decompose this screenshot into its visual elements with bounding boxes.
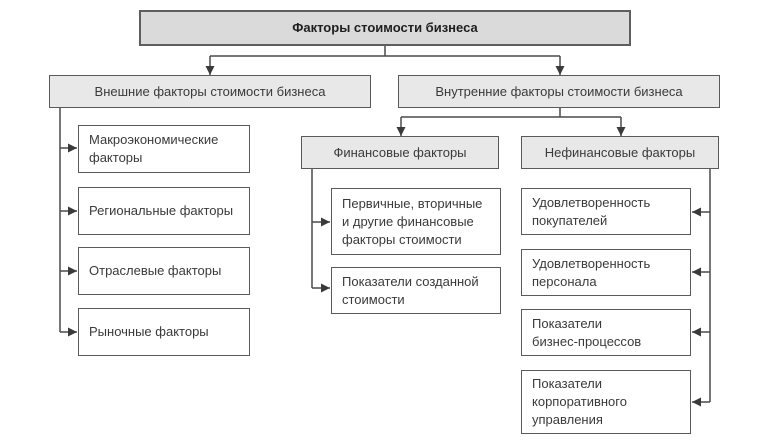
node-label: Региональные факторы	[89, 203, 234, 218]
node-external-factors: Внешние факторы стоимости бизнеса	[49, 75, 371, 108]
node-internal-factors-label: Внутренние факторы стоимости бизнеса	[435, 83, 683, 99]
node-label: Показатели корпоративного управления	[532, 376, 627, 427]
node-corporate-governance-indicators: Показатели корпоративного управления	[521, 370, 691, 434]
node-label: Рыночные факторы	[89, 324, 209, 339]
node-industry-factors: Отраслевые факторы	[78, 247, 250, 295]
node-label: Первичные, вторичные и другие финансовые…	[342, 195, 483, 247]
node-primary-secondary-financial-factors: Первичные, вторичные и другие финансовые…	[331, 188, 501, 255]
node-value-created-indicators: Показатели созданной стоимости	[331, 267, 501, 314]
node-external-factors-label: Внешние факторы стоимости бизнеса	[94, 83, 326, 99]
node-staff-satisfaction: Удовлетворенность персонала	[521, 249, 691, 296]
root-node-business-value-factors: Факторы стоимости бизнеса	[139, 10, 631, 46]
node-market-factors: Рыночные факторы	[78, 308, 250, 356]
node-customer-satisfaction: Удовлетворенность покупателей	[521, 188, 691, 235]
node-financial-factors-label: Финансовые факторы	[333, 144, 467, 160]
connector-root	[210, 45, 560, 57]
node-nonfinancial-factors: Нефинансовые факторы	[521, 136, 719, 169]
node-label: Макроэкономические факторы	[89, 132, 219, 165]
connector-internal	[401, 108, 621, 118]
node-label: Удовлетворенность покупателей	[532, 194, 651, 228]
node-business-process-indicators: Показатели бизнес-процессов	[521, 309, 691, 356]
node-label: Удовлетворенность персонала	[532, 255, 651, 289]
root-node-label: Факторы стоимости бизнеса	[292, 20, 478, 35]
node-label: Показатели созданной стоимости	[342, 273, 479, 307]
node-label: Отраслевые факторы	[89, 263, 222, 278]
node-financial-factors: Финансовые факторы	[301, 136, 499, 169]
node-regional-factors: Региональные факторы	[78, 187, 250, 235]
node-label: Показатели бизнес-процессов	[532, 315, 642, 349]
node-macroeconomic-factors: Макроэкономические факторы	[78, 125, 250, 173]
node-internal-factors: Внутренние факторы стоимости бизнеса	[398, 75, 720, 108]
node-nonfinancial-factors-label: Нефинансовые факторы	[544, 144, 696, 160]
